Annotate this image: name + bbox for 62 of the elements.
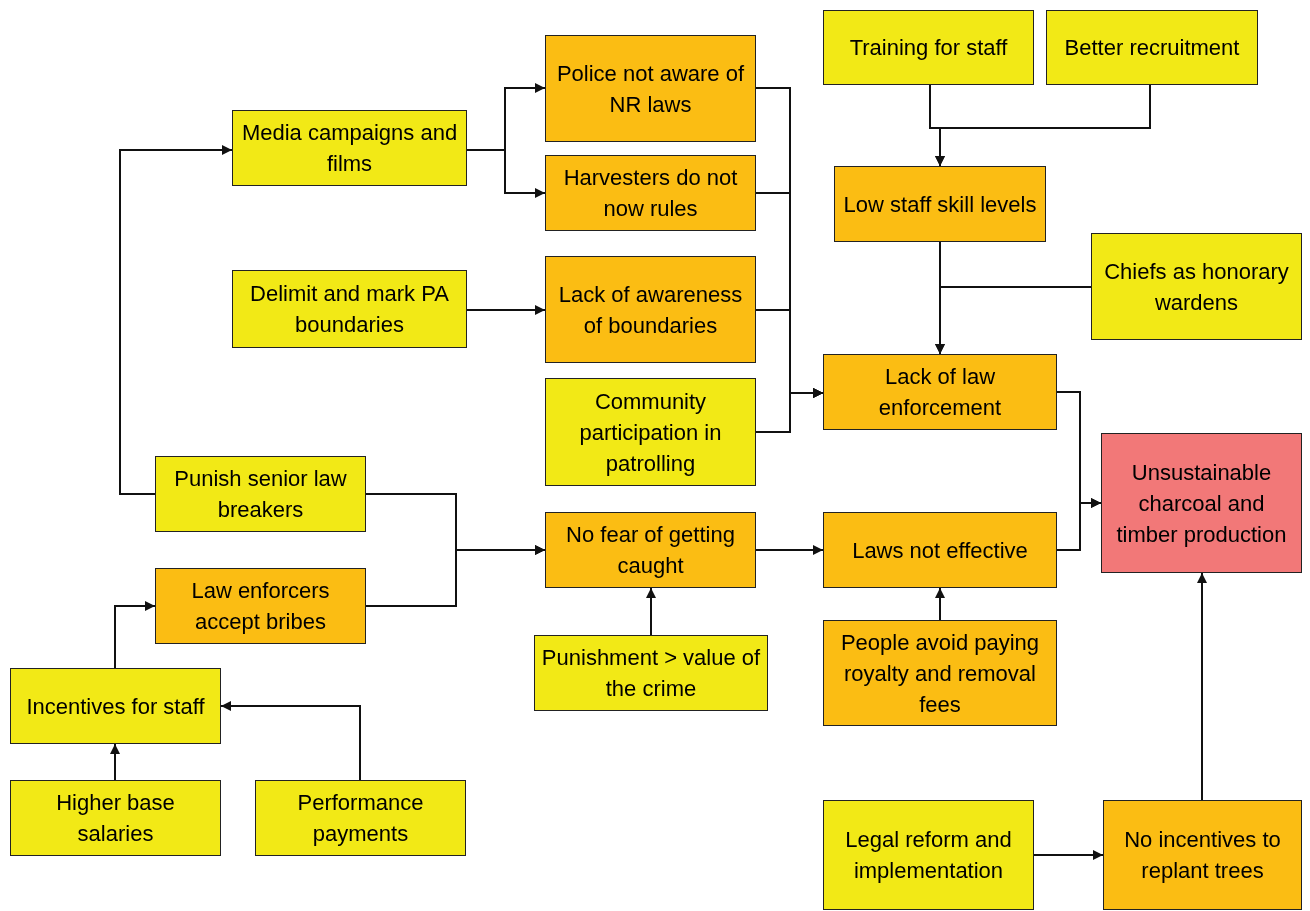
box-label: Punishment > value of the crime bbox=[540, 644, 762, 703]
process-box bbox=[1091, 233, 1302, 340]
process-box bbox=[1103, 800, 1302, 910]
arrow bbox=[755, 545, 824, 555]
box-label: Incentives for staff bbox=[25, 692, 206, 721]
process-box bbox=[1046, 10, 1258, 85]
box-label: People avoid paying royalty and removal fees bbox=[839, 628, 1041, 719]
process-box bbox=[834, 166, 1046, 242]
arrow bbox=[755, 388, 824, 433]
box-label: Higher base salaries bbox=[55, 789, 176, 848]
arrow bbox=[935, 286, 1092, 355]
arrow bbox=[114, 601, 156, 669]
process-box bbox=[534, 635, 768, 711]
process-box bbox=[545, 35, 756, 142]
arrow bbox=[119, 145, 233, 495]
arrow bbox=[935, 84, 1151, 167]
arrow bbox=[365, 545, 546, 607]
box-label: Training for staff bbox=[848, 34, 1009, 62]
process-box bbox=[823, 10, 1034, 85]
process-box bbox=[545, 512, 756, 588]
box-label: Better recruitment bbox=[1063, 34, 1241, 62]
box-label: No incentives to replant trees bbox=[1123, 826, 1282, 885]
box-label: Laws not effective bbox=[851, 536, 1029, 565]
process-box bbox=[823, 620, 1057, 726]
process-box bbox=[823, 512, 1057, 588]
box-label: Delimit and mark PA boundaries bbox=[249, 280, 450, 339]
process-box bbox=[1101, 433, 1302, 573]
process-box bbox=[10, 668, 221, 744]
box-label: Unsustainable charcoal and timber production bbox=[1115, 458, 1288, 549]
box-label: Community participation in patrolling bbox=[578, 387, 723, 478]
box-label: Law enforcers accept bribes bbox=[190, 577, 331, 636]
process-box bbox=[823, 800, 1034, 910]
process-box bbox=[155, 456, 366, 532]
arrow bbox=[646, 587, 656, 636]
arrow bbox=[1056, 498, 1102, 551]
process-box bbox=[155, 568, 366, 644]
arrow bbox=[1033, 850, 1104, 860]
box-label: Performance payments bbox=[296, 789, 425, 848]
process-box bbox=[255, 780, 466, 856]
box-label: Chiefs as honorary wardens bbox=[1103, 257, 1290, 317]
arrow bbox=[220, 701, 361, 781]
box-label: Police not aware of NR laws bbox=[555, 59, 746, 119]
process-box bbox=[545, 256, 756, 363]
box-label: Lack of awareness of boundaries bbox=[557, 280, 744, 340]
arrow bbox=[1197, 572, 1207, 801]
box-label: Harvesters do not now rules bbox=[562, 164, 739, 223]
arrow bbox=[466, 149, 546, 198]
box-label: Low staff skill levels bbox=[842, 190, 1038, 219]
process-box bbox=[823, 354, 1057, 430]
process-box bbox=[545, 378, 756, 486]
arrow bbox=[466, 305, 546, 315]
box-label: Media campaigns and films bbox=[240, 119, 459, 178]
arrow bbox=[110, 743, 120, 781]
process-box bbox=[10, 780, 221, 856]
box-label: Legal reform and implementation bbox=[844, 826, 1013, 885]
arrow bbox=[935, 587, 945, 621]
process-box bbox=[232, 110, 467, 186]
box-label: Lack of law enforcement bbox=[877, 363, 1003, 422]
box-label: Punish senior law breakers bbox=[173, 465, 348, 524]
process-box bbox=[545, 155, 756, 231]
box-label: No fear of getting caught bbox=[565, 521, 736, 580]
process-box bbox=[232, 270, 467, 348]
